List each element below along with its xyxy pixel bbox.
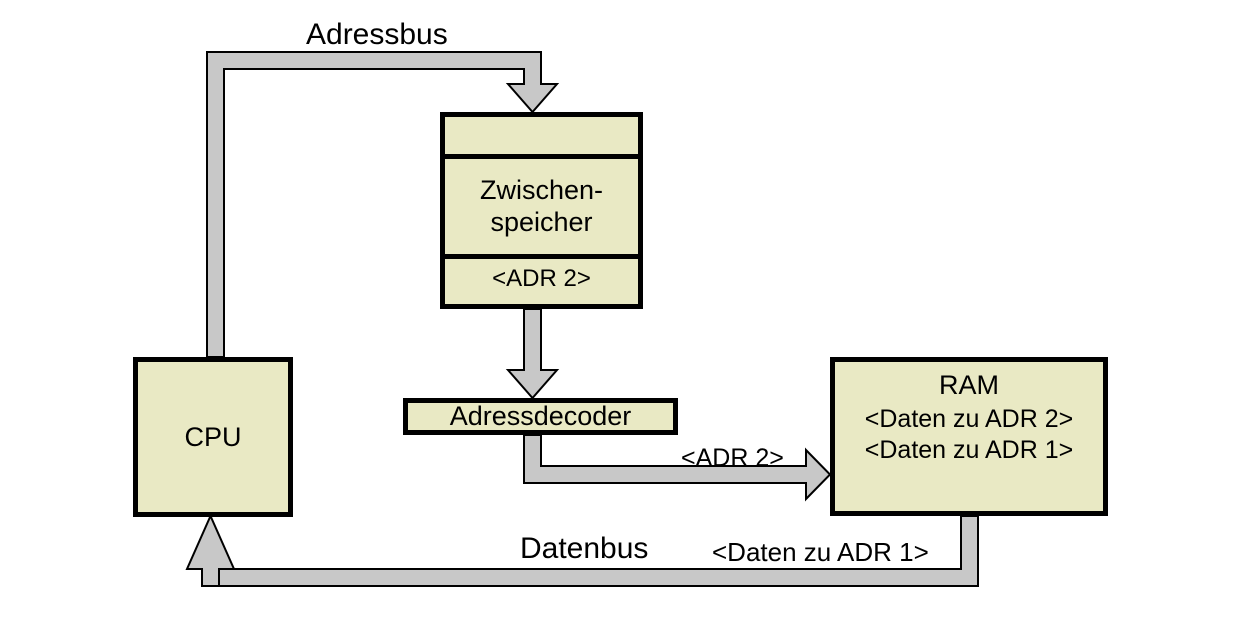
decoder-to-ram-label: <ADR 2> — [681, 444, 784, 472]
ram-data-line-1: <Daten zu ADR 2> — [864, 405, 1074, 434]
adressbus-path — [206, 51, 560, 358]
decoder-to-ram-path — [523, 434, 832, 502]
zwischenspeicher-value-cell: <ADR 2> — [492, 265, 591, 292]
ram-data-line-2: <Daten zu ADR 1> — [864, 436, 1074, 465]
adressdecoder-box[interactable]: Adressdecoder — [403, 398, 678, 435]
datenbus-label: Datenbus — [520, 532, 649, 565]
datenbus-payload-label: <Daten zu ADR 1> — [712, 537, 929, 567]
zwischenspeicher-box[interactable]: Zwischen- speicher <ADR 2> — [440, 112, 643, 309]
cpu-box[interactable]: CPU — [133, 357, 293, 517]
zwischenspeicher-label: Zwischen- speicher — [445, 159, 638, 259]
zwischenspeicher-empty-cell — [445, 117, 638, 159]
datenbus-arrow-to-cpu — [185, 513, 236, 587]
ram-title: RAM — [939, 370, 999, 400]
cpu-label: CPU — [184, 421, 242, 452]
zwischenspeicher-to-decoder-path — [505, 308, 560, 400]
ram-box[interactable]: RAM <Daten zu ADR 2> <Daten zu ADR 1> — [830, 357, 1108, 516]
adressbus-label: Adressbus — [306, 18, 448, 51]
adressdecoder-label: Adressdecoder — [449, 401, 632, 432]
